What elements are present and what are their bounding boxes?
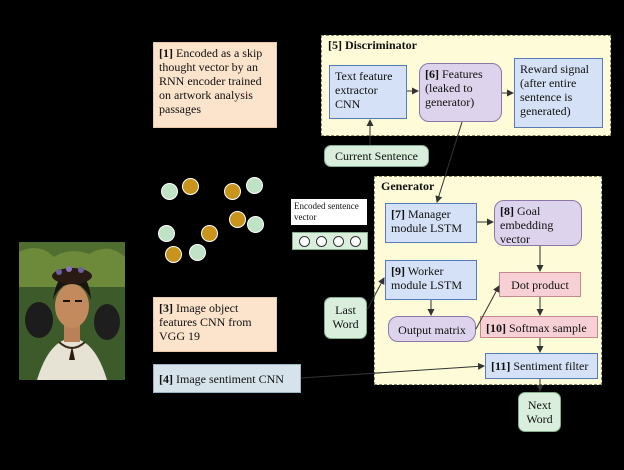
box-text: Image sentiment CNN (176, 372, 284, 386)
box-number: [11] (491, 359, 511, 373)
feature-dot (224, 183, 241, 200)
feature-dot (165, 246, 182, 263)
last-word-box: Last Word (324, 297, 367, 339)
box-text: Sentiment filter (513, 359, 589, 373)
feature-dot (247, 216, 264, 233)
sentiment-filter-box: [11] Sentiment filter (485, 353, 598, 379)
box-number: [3] (159, 301, 173, 315)
arrow-lastword-to-worker (366, 277, 385, 311)
box-number: [6] (425, 67, 439, 81)
feature-dot (158, 225, 175, 242)
vector-cell (333, 236, 344, 247)
vector-cell (350, 236, 361, 247)
box-text: Softmax sample (509, 321, 587, 335)
dot-product-box: Dot product (499, 272, 581, 297)
box-text: Manager module LSTM (391, 207, 462, 235)
generator-title: Generator (381, 179, 435, 193)
box-text: Reward signal (after entire sentence is … (520, 62, 589, 118)
box-number: [9] (391, 264, 405, 278)
arrow-output-to-dot (475, 285, 500, 330)
vector-cell (316, 236, 327, 247)
image-sentiment-box: [4] Image sentiment CNN (153, 364, 301, 393)
box-text: Goal embedding vector (500, 204, 554, 246)
feature-dot (246, 177, 263, 194)
feature-dot (201, 225, 218, 242)
arrow-sentiment-to-filter (300, 362, 485, 379)
feature-dot (189, 244, 206, 261)
box-number: [8] (500, 204, 514, 218)
feature-dot (229, 211, 246, 228)
current-sentence-box: Current Sentence (324, 145, 429, 167)
box-number: [4] (159, 372, 173, 386)
feature-dot (161, 183, 178, 200)
box-text: Features (leaked to generator) (425, 67, 483, 109)
softmax-box: [10] Softmax sample (480, 316, 598, 338)
box-text: Next Word (526, 398, 553, 426)
portrait-image (19, 242, 125, 380)
skip-thought-box: [1] Encoded as a skip thought vector by … (153, 42, 277, 128)
feature-dot (182, 178, 199, 195)
box-text: Worker module LSTM (391, 264, 462, 292)
manager-lstm-box: [7] Manager module LSTM (385, 203, 477, 243)
box-text: Image object features CNN from VGG 19 (159, 301, 252, 343)
box-number: [7] (391, 207, 405, 221)
box-number: [1] (159, 46, 173, 60)
box-text: Last Word (332, 303, 359, 331)
object-features-box: [3] Image object features CNN from VGG 1… (153, 297, 277, 352)
encoded-vector (292, 232, 368, 250)
box-text: Text feature extractor CNN (335, 69, 393, 111)
vector-cell (299, 236, 310, 247)
output-matrix-box: Output matrix (388, 316, 476, 342)
next-word-box: Next Word (518, 392, 561, 432)
box-text: Output matrix (398, 323, 466, 337)
box-text: Dot product (511, 278, 569, 292)
arrow-features-to-manager (435, 121, 463, 203)
text-feature-box: Text feature extractor CNN (329, 65, 407, 119)
box-text: Encoded as a skip thought vector by an R… (159, 46, 263, 116)
reward-signal-box: Reward signal (after entire sentence is … (514, 58, 603, 128)
worker-lstm-box: [9] Worker module LSTM (385, 260, 477, 300)
discriminator-title: [5] Discriminator (328, 38, 417, 52)
encoded-vector-label: Encoded sentence vector (291, 199, 367, 225)
box-text: Current Sentence (335, 149, 418, 163)
features-box: [6] Features (leaked to generator) (419, 63, 502, 122)
goal-embedding-box: [8] Goal embedding vector (494, 200, 582, 246)
box-number: [10] (486, 321, 506, 335)
